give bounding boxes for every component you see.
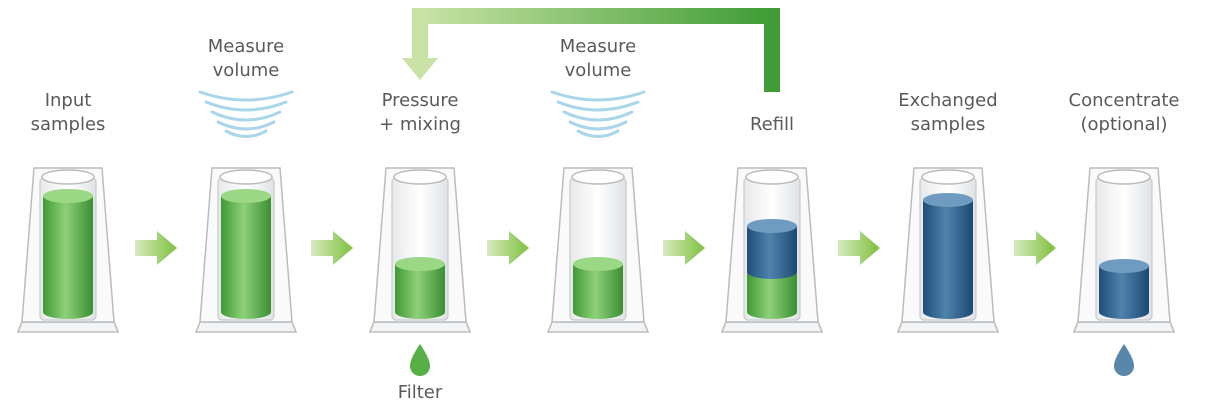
step-1-label-line-2: samples (31, 114, 106, 135)
device-7 (1072, 167, 1176, 333)
liquid-blue (747, 219, 797, 279)
step-7-label-line-1: Concentrate (1069, 90, 1180, 111)
device-6 (896, 167, 1000, 333)
liquid-blue (1099, 259, 1149, 319)
filter-label: Filter (398, 382, 443, 403)
arrow-right-icon (663, 231, 705, 265)
liquid-green (43, 189, 93, 319)
step-label-7: Concentrate (optional) (1069, 90, 1180, 135)
arrow-right-icon (487, 231, 529, 265)
step-7-label-line-2: (optional) (1081, 114, 1168, 135)
devices (16, 167, 1176, 333)
step-label-3: Pressure + mixing (379, 90, 461, 135)
drop-icon (410, 344, 430, 376)
measure-label-1: Measure volume (208, 36, 285, 81)
step-arrows (135, 231, 1056, 265)
step-5-label-line-2: Refill (750, 114, 794, 135)
step-6-label-line-2: samples (911, 114, 986, 135)
step-6-label-line-1: Exchanged (898, 90, 997, 111)
arrow-right-icon (311, 231, 353, 265)
step-label-6: Exchanged samples (898, 90, 997, 135)
step-label-5: Refill (750, 114, 794, 135)
liquid-green (221, 189, 271, 319)
arrow-right-icon (135, 231, 177, 265)
step-3-label-line-1: Pressure (382, 90, 459, 111)
step-3-label-line-2: + mixing (379, 114, 461, 135)
device-1 (16, 167, 120, 333)
measure-label-2: Measure volume (560, 36, 637, 81)
loop-arrow-icon (402, 8, 780, 92)
wave-icon (550, 90, 646, 138)
measure-label-1-line-2: volume (213, 60, 280, 81)
measure-label-2-line-2: volume (565, 60, 632, 81)
device-5 (720, 167, 824, 333)
arrow-right-icon (1014, 231, 1056, 265)
step-label-1: Input samples (31, 90, 106, 135)
step-1-label-line-1: Input (45, 90, 92, 111)
device-4 (546, 167, 650, 333)
measure-label-1-line-1: Measure (208, 36, 285, 57)
liquid-green (573, 257, 623, 319)
device-3 (368, 167, 472, 333)
drop-icon (1114, 344, 1134, 376)
liquid-blue (923, 193, 973, 319)
wave-icon (198, 90, 294, 138)
device-2 (194, 167, 298, 333)
measure-label-2-line-1: Measure (560, 36, 637, 57)
arrow-right-icon (838, 231, 880, 265)
liquid-green (395, 257, 445, 319)
